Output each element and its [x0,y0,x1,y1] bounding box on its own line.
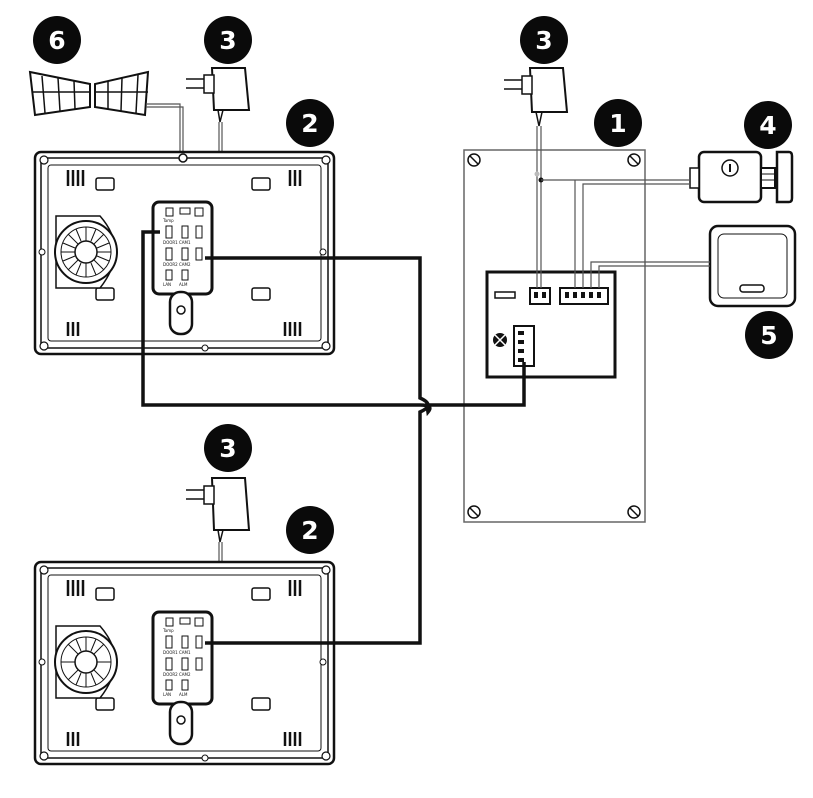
svg-text:DOOR1: DOOR1 [163,650,178,655]
svg-text:DOOR2: DOOR2 [163,672,178,677]
svg-text:CAM1: CAM1 [179,650,191,655]
svg-text:4: 4 [759,111,776,140]
electric-lock [689,150,794,204]
svg-text:CAM2: CAM2 [179,262,191,267]
svg-text:6: 6 [48,26,65,55]
monitor-bottom [33,560,336,766]
svg-text:CAM1: CAM1 [179,240,191,245]
badge-lock: 4 [744,101,792,149]
badge-alarm: 6 [33,16,81,64]
outdoor-panel [463,149,646,523]
svg-text:Tamp: Tamp [162,218,174,223]
badge-outdoor-panel: 1 [594,99,642,147]
power-supply-bottom [186,477,251,543]
svg-text:LAN: LAN [163,692,171,697]
svg-text:2: 2 [301,516,318,545]
svg-text:3: 3 [219,434,236,463]
badge-monitor-top: 2 [286,99,334,147]
alarm-sensor [28,70,150,117]
svg-text:1: 1 [609,109,626,138]
monitor-top [33,150,336,356]
badge-psu-bottom: 3 [204,424,252,472]
badge-exit-button: 5 [745,311,793,359]
svg-text:5: 5 [760,321,777,350]
badge-psu-panel: 3 [520,16,568,64]
svg-text:CAM2: CAM2 [179,672,191,677]
terminal-labels-bottom: Tamp DOOR1 CAM1 DOOR2 CAM2 LAN ALM [162,628,191,697]
power-supply-panel [504,67,569,127]
svg-text:LAN: LAN [163,282,171,287]
svg-text:ALM: ALM [179,692,188,697]
svg-text:3: 3 [219,26,236,55]
svg-text:ALM: ALM [179,282,188,287]
svg-text:DOOR1: DOOR1 [163,240,178,245]
terminal-labels-top: Tamp DOOR1 CAM1 DOOR2 CAM2 LAN ALM [162,218,191,287]
badge-psu-top: 3 [204,16,252,64]
svg-text:3: 3 [535,26,552,55]
exit-button [708,224,797,308]
svg-text:DOOR2: DOOR2 [163,262,178,267]
bus-cable-monitors [205,256,430,645]
power-supply-top [186,67,251,123]
svg-text:2: 2 [301,109,318,138]
svg-text:Tamp: Tamp [162,628,174,633]
badge-monitor-bottom: 2 [286,506,334,554]
